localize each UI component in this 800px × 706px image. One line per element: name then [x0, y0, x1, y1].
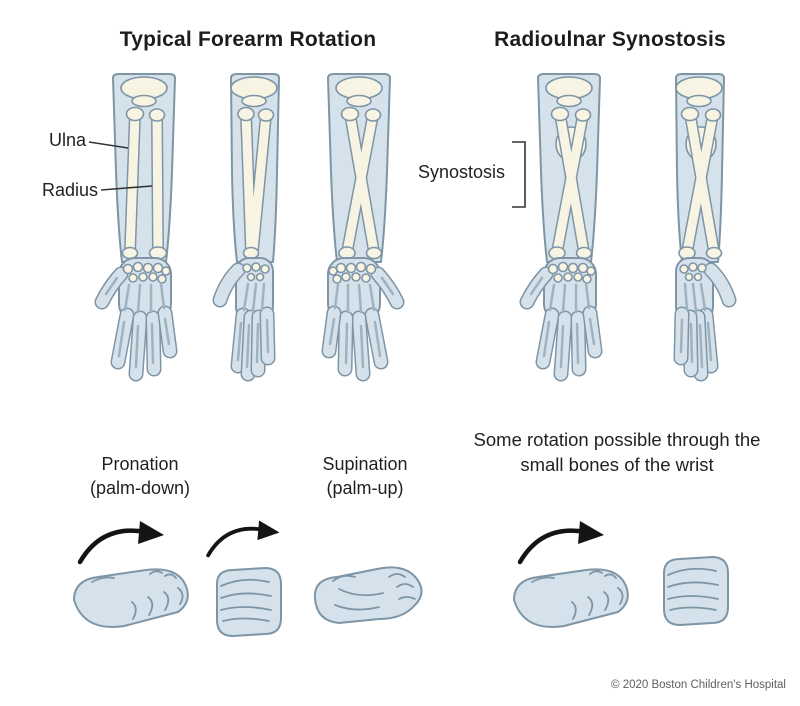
caption-rotation-note: Some rotation possible through the small… — [473, 429, 761, 475]
copyright-text: © 2020 Boston Children's Hospital — [611, 679, 786, 691]
arm-synostosis-rotated-illustration — [635, 73, 759, 402]
arm-supinated-illustration — [80, 73, 204, 402]
synostosis-rotated-fist-illustration — [663, 556, 729, 626]
arm-synostosis-illustration — [505, 73, 629, 402]
arm-pronated-illustration — [295, 73, 419, 402]
pronation-fist-with-arrow-illustration — [73, 512, 189, 628]
synostosis-fist-with-arrow-illustration — [513, 512, 629, 628]
mid-rotation-fist-with-arrow-illustration — [206, 518, 282, 637]
label-ulna: Ulna — [48, 130, 86, 150]
heading-typical-rotation: Typical Forearm Rotation — [119, 28, 377, 51]
label-radius: Radius — [41, 180, 98, 200]
supination-hand-illustration — [313, 566, 423, 624]
caption-supination: Supination (palm-up) — [322, 454, 408, 499]
caption-pronation: Pronation (palm-down) — [89, 454, 191, 499]
heading-radioulnar-synostosis: Radioulnar Synostosis — [494, 28, 726, 51]
label-synostosis: Synostosis — [417, 162, 505, 182]
